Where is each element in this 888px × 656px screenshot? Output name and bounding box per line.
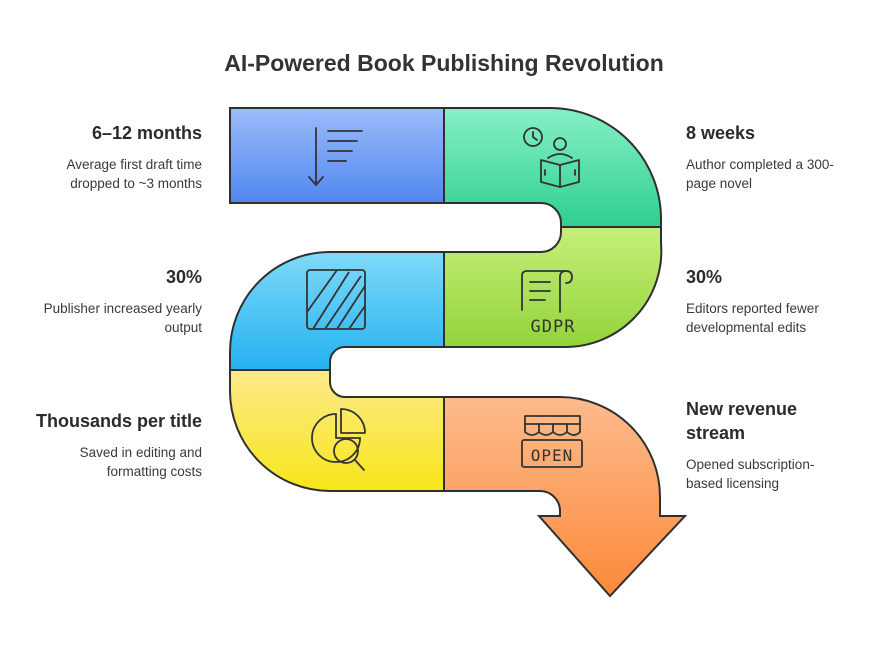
step-6-heading: New revenue stream (686, 399, 798, 443)
step-2-text: 8 weeks Author completed a 300- page nov… (686, 121, 876, 193)
step-3-heading: 30% (165, 267, 202, 287)
open-shop-icon (521, 415, 583, 468)
step-5-heading: Thousands per title (35, 411, 202, 431)
gdpr-document-icon (521, 270, 573, 313)
step-4-text: 30% Editors reported fewer developmental… (686, 265, 876, 337)
reading-timer-icon (523, 127, 580, 188)
diagram-title: AI-Powered Book Publishing Revolution (224, 50, 664, 76)
open-icon-text: OPEN (531, 446, 574, 465)
segment-5-yellow (229, 369, 445, 492)
gdpr-icon-text: GDPR (531, 317, 576, 337)
step-2-heading: 8 weeks (686, 123, 756, 143)
step-2-description: Author completed a 300- page novel (686, 157, 834, 191)
segment-6-orange-arrow (443, 396, 688, 598)
segment-4-lime (443, 226, 663, 349)
segment-1-blue (229, 107, 445, 204)
step-1-description: Average first draft time dropped to ~3 m… (66, 157, 202, 191)
step-3-text: 30% Publisher increased yearly output (2, 265, 202, 337)
descending-list-icon (308, 127, 363, 187)
step-5-text: Thousands per title Saved in editing and… (2, 409, 202, 481)
step-3-description: Publisher increased yearly output (43, 301, 202, 335)
step-1-text: 6–12 months Average first draft time dro… (2, 121, 202, 193)
chart-search-icon (311, 408, 366, 471)
stripes-icon (306, 269, 366, 330)
step-5-description: Saved in editing and formatting costs (79, 445, 202, 479)
step-4-description: Editors reported fewer developmental edi… (686, 301, 819, 335)
step-6-text: New revenue stream Opened subscription- … (686, 397, 876, 493)
step-6-description: Opened subscription- based licensing (686, 457, 815, 491)
step-1-heading: 6–12 months (91, 123, 202, 143)
step-4-heading: 30% (686, 267, 723, 287)
segment-2-green (443, 107, 662, 228)
